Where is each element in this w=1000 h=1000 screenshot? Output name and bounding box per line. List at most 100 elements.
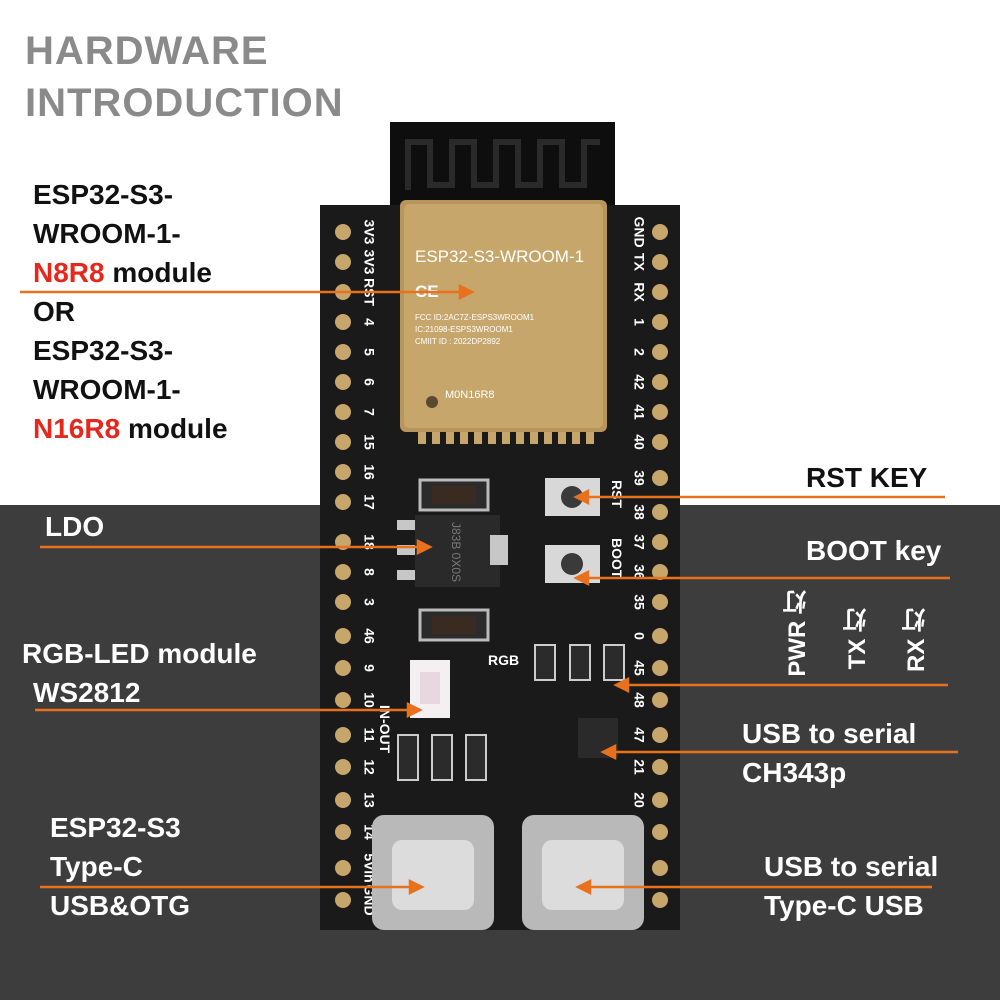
left-pin-label: 4: [361, 318, 377, 326]
rst-silk: RST: [609, 480, 625, 508]
module-pin1-dot: [426, 396, 438, 408]
rgb-led-label-line-2: WS2812: [33, 677, 141, 708]
module-shield-face: [404, 204, 603, 428]
left-pin-label: 3: [361, 598, 377, 606]
right-pin-label: 37: [631, 534, 647, 550]
left-pin-label: 6: [361, 378, 377, 386]
usb-typec-label-line-1: USB to serial: [764, 851, 939, 882]
module-label-a-line-1: ESP32-S3-: [33, 179, 174, 210]
fcc-line-2: IC:21098-ESPS3WROOM1: [415, 325, 513, 334]
right-pin-label: 47: [631, 727, 647, 743]
left-pin-label: 16: [361, 464, 377, 480]
module-label-b-line-3: N16R8 module: [33, 409, 228, 448]
capacitor-2-body: [432, 616, 476, 634]
left-pin-label: 46: [361, 628, 377, 644]
pwr-led-label: PWR 灯: [784, 590, 811, 677]
left-header-pins: [335, 224, 351, 908]
right-pin-label: 21: [631, 759, 647, 775]
usb-c-right-face: [542, 840, 624, 910]
rgb-silk: RGB: [488, 652, 519, 668]
pwr-led: [534, 644, 556, 681]
left-pin-label: 15: [361, 434, 377, 450]
left-pin-labels: 3V33V3RST4567151617188346910111213145Vin…: [361, 220, 377, 916]
ldo-pin-2: [397, 545, 415, 555]
left-pin-label: 11: [361, 728, 377, 743]
right-pin-label: 1: [631, 318, 647, 326]
usb-serial-label-line-1: USB to serial: [742, 718, 917, 749]
title-line-2: INTRODUCTION: [25, 81, 344, 125]
tx-led-label: TX 灯: [844, 608, 871, 670]
right-pin-label: 39: [631, 470, 647, 486]
capacitor-1-body: [432, 486, 476, 504]
left-pin-label: 12: [361, 759, 377, 775]
pointer-lines: [20, 283, 958, 896]
right-pin-label: 0: [631, 632, 647, 640]
right-pin-label: TX: [631, 253, 647, 272]
module-label-a-line-2: WROOM-1-: [33, 218, 181, 249]
rst-button-cap: [561, 486, 583, 508]
antenna-trace: [405, 139, 600, 190]
ldo-marking: J83B 0X0S: [449, 522, 463, 582]
right-pin-label: 2: [631, 348, 647, 356]
left-pin-label: 8: [361, 568, 377, 576]
module-word-b: module: [120, 413, 228, 444]
right-header-pins: [652, 224, 668, 908]
ldo-chip: [415, 515, 500, 587]
title-line-1: HARDWARE: [25, 29, 269, 73]
module-pads: [418, 432, 594, 444]
right-pin-label: GND: [631, 216, 647, 247]
esp-typec-label-line-2: Type-C: [50, 851, 143, 882]
fcc-line-3: CMIIT ID : 2022DP2892: [415, 337, 501, 346]
diode-2: [431, 734, 453, 781]
boot-silk: BOOT: [609, 538, 625, 579]
rx-led-label: RX 灯: [903, 608, 930, 673]
usb-serial-label-line-2: CH343p: [742, 757, 847, 788]
left-pin-label: 7: [361, 408, 377, 416]
module-label-b-line-2: WROOM-1-: [33, 374, 181, 405]
left-pin-label: 5: [361, 348, 377, 356]
module-label-a-line-3: N8R8 module: [33, 253, 212, 292]
module-variant-n8r8: N8R8: [33, 257, 105, 288]
left-pin-label: 10: [361, 692, 377, 708]
left-pin-label: 9: [361, 664, 377, 672]
fcc-line-1: FCC ID:2AC7Z-ESPS3WROOM1: [415, 313, 535, 322]
left-pin-label: 17: [361, 494, 377, 510]
left-pin-label: 13: [361, 792, 377, 808]
rx-led: [603, 644, 625, 681]
diode-1: [397, 734, 419, 781]
right-pin-label: 48: [631, 692, 647, 708]
right-pin-label: 38: [631, 504, 647, 520]
module-name-text: ESP32-S3-WROOM-1: [415, 247, 584, 266]
esp-typec-label-line-1: ESP32-S3: [50, 812, 181, 843]
ldo-pin-3: [397, 570, 415, 580]
module-variant-n16r8: N16R8: [33, 413, 121, 444]
right-pin-label: 41: [631, 404, 647, 420]
usb-typec-label-line-2: Type-C USB: [764, 890, 924, 921]
usb-c-left-face: [392, 840, 474, 910]
module-label-or: OR: [33, 296, 75, 327]
rgb-led-label-line-1: RGB-LED module: [22, 638, 257, 669]
module-word-a: module: [104, 257, 212, 288]
esp-typec-label-line-3: USB&OTG: [50, 890, 190, 921]
page-title: HARDWARE INTRODUCTION: [25, 25, 344, 129]
left-pin-label: 3V3: [361, 220, 377, 245]
rgb-led-lens: [420, 672, 440, 704]
right-pin-label: 20: [631, 792, 647, 808]
diode-3: [465, 734, 487, 781]
right-pin-label: 40: [631, 434, 647, 450]
capacitor-1: [418, 478, 490, 512]
ldo-label: LDO: [45, 511, 105, 542]
ldo-pin-1: [397, 520, 415, 530]
left-pin-label: 3V3: [361, 250, 377, 275]
right-pin-label: RX: [631, 282, 647, 302]
in-out-silk: IN-OUT: [377, 705, 393, 754]
right-pin-label: 42: [631, 374, 647, 390]
boot-key-label: BOOT key: [806, 535, 942, 566]
right-pin-label: 36: [631, 564, 647, 580]
ldo-tab: [490, 535, 508, 565]
rst-key-label: RST KEY: [806, 462, 928, 493]
boot-button-cap: [561, 553, 583, 575]
tx-led: [569, 644, 591, 681]
right-pin-label: 45: [631, 660, 647, 676]
